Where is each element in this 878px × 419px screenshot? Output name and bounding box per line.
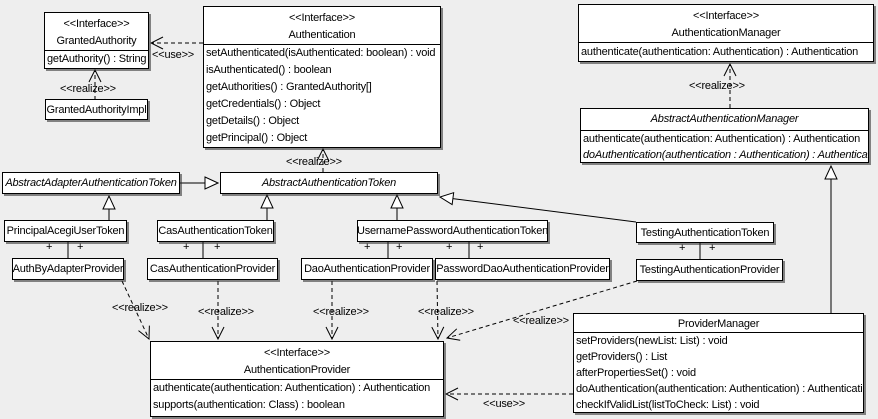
multiplicity-plus: + — [77, 241, 84, 253]
member-authenticate: authenticate(authentication: Authenticat… — [153, 382, 431, 394]
class-name: CasAuthenticationProvider — [149, 263, 276, 275]
class-name: ProviderManager — [677, 318, 760, 330]
member-is-authenticated: isAuthenticated() : boolean — [206, 64, 332, 76]
class-authentication-manager[interactable]: <<Interface>> AuthenticationManager auth… — [578, 4, 874, 62]
class-name: CasAuthenticationToken — [158, 225, 273, 237]
class-authentication-provider[interactable]: <<Interface>> AuthenticationProvider aut… — [150, 341, 444, 417]
class-name: UsernamePasswordAuthenticationToken — [357, 225, 548, 237]
class-cas-authentication-provider[interactable]: CasAuthenticationProvider — [147, 258, 278, 280]
member-authenticate: authenticate(authentication: Authenticat… — [583, 133, 861, 145]
multiplicity-plus: + — [477, 241, 484, 253]
compartment-divider — [581, 130, 868, 131]
member-get-details: getDetails() : Object — [206, 115, 300, 127]
stereotype-label: <<Interface>> — [264, 347, 330, 359]
realize-label: <<realize>> — [513, 315, 569, 327]
realize-passworddao-to-authenticationprovider — [437, 280, 438, 339]
multiplicity-plus: + — [46, 241, 53, 253]
member-set-providers: setProviders(newList: List) : void — [576, 335, 728, 347]
class-authentication[interactable]: <<Interface>> Authentication setAuthenti… — [203, 6, 441, 148]
realize-authbyadapter-to-authenticationprovider — [121, 280, 149, 339]
class-abstract-authentication-token[interactable]: AbstractAuthenticationToken — [220, 172, 438, 194]
realize-label: <<realize>> — [198, 306, 254, 318]
generalization-testing-token-to-abstract-token — [440, 197, 637, 223]
realize-label: <<realize>> — [418, 306, 474, 318]
compartment-divider — [574, 332, 863, 333]
multiplicity-plus: + — [214, 241, 221, 253]
class-name: AbstractAuthenticationToken — [261, 177, 397, 189]
stereotype-label: <<Interface>> — [289, 12, 355, 24]
multiplicity-plus: + — [183, 241, 190, 253]
multiplicity-plus: + — [446, 241, 453, 253]
realize-label: <<realize>> — [689, 80, 745, 92]
member-supports: supports(authentication: Class) : boolea… — [153, 399, 345, 411]
compartment-divider — [45, 50, 148, 51]
class-name: AbstractAuthenticationManager — [650, 113, 799, 125]
compartment-divider — [151, 379, 443, 380]
class-name: TestingAuthenticationToken — [640, 226, 770, 239]
class-auth-by-adapter-provider[interactable]: AuthByAdapterProvider — [12, 258, 124, 280]
multiplicity-plus: + — [709, 242, 716, 254]
use-label: <<use>> — [483, 398, 526, 410]
class-name: TestingAuthenticationProvider — [639, 264, 780, 276]
member-get-credentials: getCredentials() : Object — [206, 98, 321, 110]
realize-testingprovider-to-authenticationprovider — [447, 280, 638, 338]
class-password-dao-authentication-provider[interactable]: PasswordDaoAuthenticationProvider — [435, 258, 610, 280]
class-abstract-authentication-manager[interactable]: AbstractAuthenticationManager authentica… — [580, 108, 869, 163]
class-testing-authentication-provider[interactable]: TestingAuthenticationProvider — [636, 259, 783, 281]
member-get-providers: getProviders() : List — [576, 351, 668, 363]
realize-label: <<realize>> — [60, 83, 116, 95]
member-set-authenticated: setAuthenticated(isAuthenticated: boolea… — [206, 47, 436, 59]
class-username-password-authentication-token[interactable]: UsernamePasswordAuthenticationToken — [357, 220, 548, 242]
member-do-authentication: doAuthentication(authentication : Authen… — [583, 149, 869, 161]
multiplicity-plus: + — [679, 242, 686, 254]
member-get-principal: getPrincipal() : Object — [206, 132, 308, 144]
class-abstract-adapter-authentication-token[interactable]: AbstractAdapterAuthenticationToken — [2, 172, 180, 194]
class-name: PasswordDaoAuthenticationProvider — [436, 263, 609, 275]
class-name: AuthenticationProvider — [243, 364, 351, 376]
member-after-properties-set: afterPropertiesSet() : void — [576, 367, 696, 379]
member-do-authentication: doAuthentication(authentication: Authent… — [576, 383, 864, 395]
compartment-divider — [204, 44, 440, 45]
member-get-authority: getAuthority() : String — [47, 53, 147, 65]
class-name: AbstractAdapterAuthenticationToken — [5, 177, 177, 189]
member-authenticate: authenticate(authentication: Authenticat… — [581, 46, 859, 58]
stereotype-label: <<Interface>> — [63, 18, 130, 30]
use-label: <<use>> — [152, 49, 195, 61]
compartment-divider — [579, 42, 873, 43]
realize-label: <<realize>> — [112, 302, 168, 314]
class-provider-manager[interactable]: ProviderManager setProviders(newList: Li… — [573, 313, 864, 413]
class-granted-authority-impl[interactable]: GrantedAuthorityImpl — [45, 99, 148, 120]
class-dao-authentication-provider[interactable]: DaoAuthenticationProvider — [301, 258, 433, 280]
class-name: DaoAuthenticationProvider — [304, 263, 430, 275]
class-name: GrantedAuthority — [56, 35, 137, 47]
class-name: PrincipalAcegiUserToken — [6, 225, 125, 237]
class-principal-acegi-user-token[interactable]: PrincipalAcegiUserToken — [4, 220, 127, 242]
multiplicity-plus: + — [396, 241, 403, 253]
member-check-if-valid-list: checkIfValidList(listToCheck: List) : vo… — [576, 399, 760, 411]
class-name: AuthByAdapterProvider — [12, 263, 124, 275]
class-cas-authentication-token[interactable]: CasAuthenticationToken — [157, 220, 274, 242]
realize-label: <<realize>> — [286, 156, 342, 168]
class-granted-authority[interactable]: <<Interface>> GrantedAuthority getAuthor… — [44, 12, 149, 69]
class-testing-authentication-token[interactable]: TestingAuthenticationToken — [636, 222, 774, 243]
member-get-authorities: getAuthorities() : GrantedAuthority[] — [206, 81, 372, 93]
class-name: Authentication — [288, 29, 356, 41]
stereotype-label: <<Interface>> — [693, 10, 759, 22]
realize-label: <<realize>> — [313, 306, 369, 318]
multiplicity-plus: + — [364, 241, 371, 253]
class-name: AuthenticationManager — [671, 27, 781, 39]
class-name: GrantedAuthorityImpl — [46, 103, 147, 116]
